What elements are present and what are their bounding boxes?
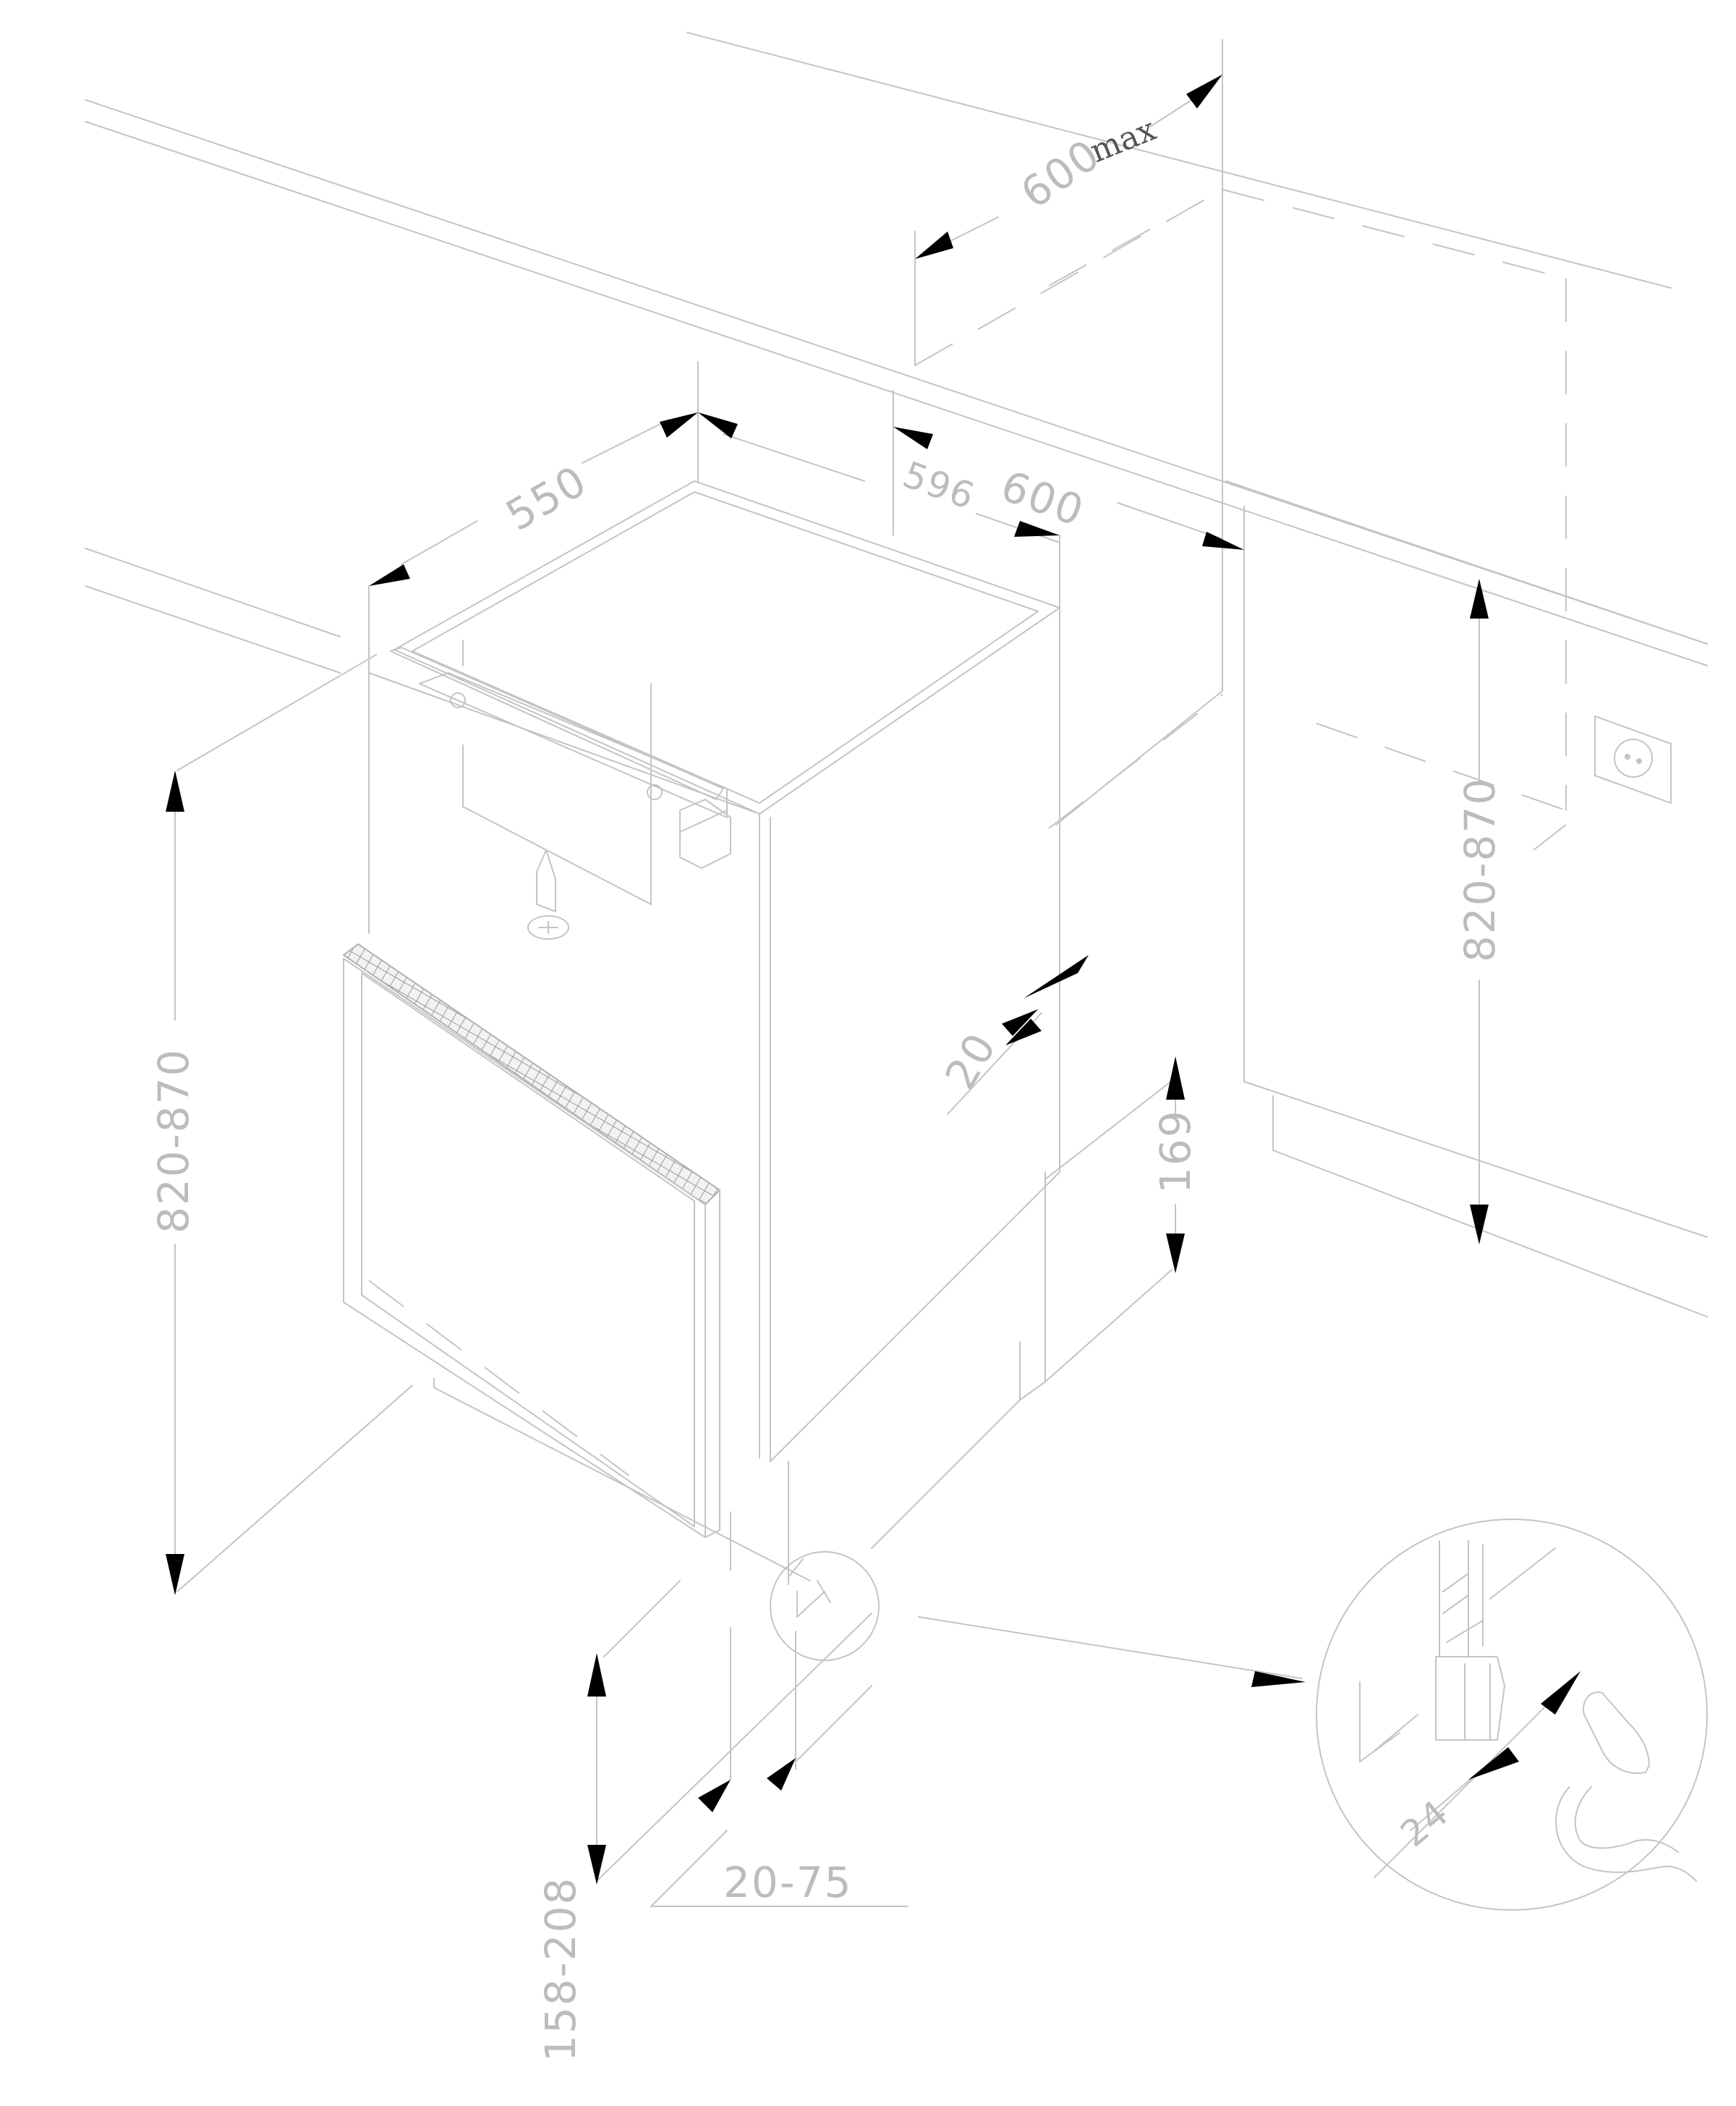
worktop: [85, 32, 1708, 666]
dim-max-label: max: [1085, 111, 1161, 170]
dim-plinth-range: 158-208: [536, 1877, 585, 2062]
dimension-lines: [174, 39, 1480, 1907]
dimension-arrows: [166, 75, 1489, 1885]
dim-niche-height-right: 820-870: [1455, 777, 1505, 962]
left-cabinet: [85, 548, 413, 1592]
foot-detail-marker: [770, 1461, 1303, 1679]
appliance-body: [368, 480, 1176, 1581]
foot-detail-view: 24: [1316, 1519, 1708, 1911]
wall-socket-icon: [1594, 716, 1672, 804]
hinge-bracket: [390, 640, 731, 905]
dim-niche-height-left: 820-870: [149, 1048, 198, 1234]
dimension-labels: 600 max 550 596 600 820-870 820-870 20 1…: [149, 111, 1505, 2062]
dim-door-gap: 20: [935, 1024, 1006, 1097]
dim-plinth-depth: 20-75: [723, 1858, 853, 1907]
dim-appliance-width: 596: [898, 454, 981, 518]
dim-plinth-height: 169: [1151, 1109, 1200, 1194]
wrench-icon: [1555, 1691, 1697, 1882]
dim-appliance-depth: 550: [498, 456, 595, 540]
screw-icon: [527, 849, 569, 940]
dim-nut-size: 24: [1392, 1791, 1457, 1855]
niche-outline: [914, 189, 1708, 1317]
door-panel: [342, 943, 721, 1538]
